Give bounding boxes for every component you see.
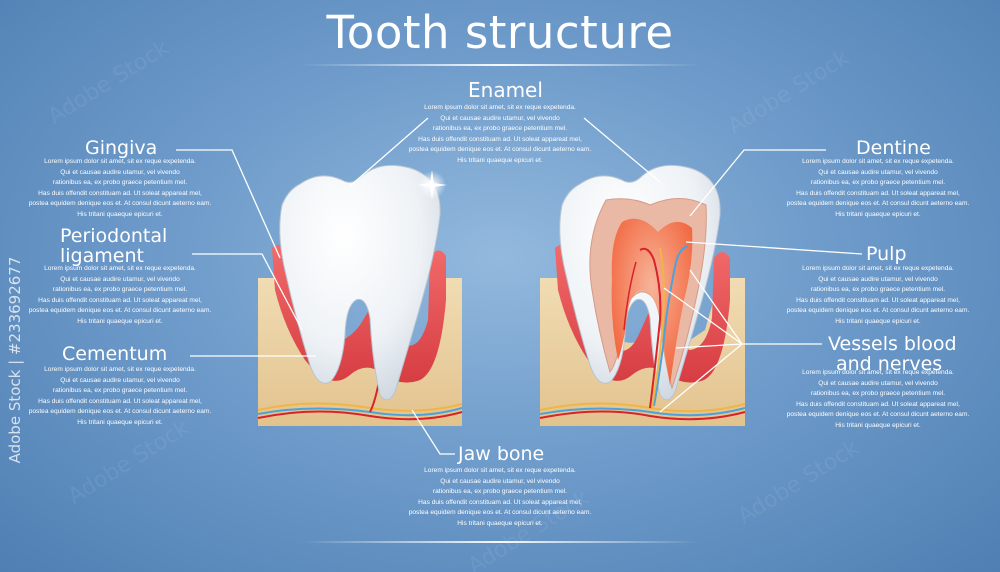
label-enamel: Enamel [468, 78, 543, 102]
callout-enamel-left [349, 117, 429, 187]
callout-gingiva [176, 149, 281, 259]
page-title: Tooth structure [326, 6, 674, 59]
label-jaw-bone: Jaw bone [458, 443, 545, 465]
desc-jaw-bone: Lorem ipsum dolor sit amet, sit ex reque… [408, 467, 592, 527]
label-vessels-line2: and nerves [836, 353, 943, 375]
label-pulp: Pulp [866, 243, 907, 265]
desc-pulp: Lorem ipsum dolor sit amet, sit ex reque… [786, 265, 970, 325]
left-tooth [279, 164, 441, 401]
desc-dentine: Lorem ipsum dolor sit amet, sit ex reque… [786, 158, 970, 218]
desc-cementum: Lorem ipsum dolor sit amet, sit ex reque… [28, 366, 212, 426]
title-underline [300, 64, 700, 66]
bottom-glow-line [300, 541, 700, 543]
desc-vessels: Lorem ipsum dolor sit amet, sit ex reque… [786, 369, 970, 429]
label-periodontal-ligament: Periodontal ligament [60, 226, 167, 266]
callout-enamel-right [583, 117, 661, 183]
label-vessels-line1: Vessels blood [828, 333, 957, 355]
label-periodontal-line1: Periodontal [60, 225, 168, 247]
label-cementum: Cementum [62, 343, 168, 365]
right-pulp-vessels [623, 245, 689, 409]
callout-vessels-4 [663, 287, 743, 345]
label-dentine: Dentine [856, 137, 931, 159]
left-tooth-illustration [257, 164, 463, 426]
label-periodontal-line2: ligament [60, 245, 144, 267]
callout-lines [176, 117, 863, 455]
label-vessels-blood-and-nerves: Vessels blood and nerves [828, 334, 957, 374]
desc-periodontal-ligament: Lorem ipsum dolor sit amet, sit ex reque… [28, 265, 212, 325]
desc-gingiva: Lorem ipsum dolor sit amet, sit ex reque… [28, 158, 212, 218]
callout-vessels-2 [675, 343, 743, 349]
callout-periodontal [192, 253, 303, 331]
desc-enamel: Lorem ipsum dolor sit amet, sit ex reque… [408, 104, 592, 164]
right-tooth-pulp [611, 218, 693, 385]
callout-vessels-3 [659, 343, 743, 413]
right-tooth-illustration [539, 164, 746, 426]
callout-pulp [685, 241, 863, 255]
left-nerve-lines [257, 374, 463, 421]
callout-jaw-bone [411, 409, 455, 455]
label-gingiva: Gingiva [85, 137, 158, 159]
callout-dentine [689, 149, 826, 217]
